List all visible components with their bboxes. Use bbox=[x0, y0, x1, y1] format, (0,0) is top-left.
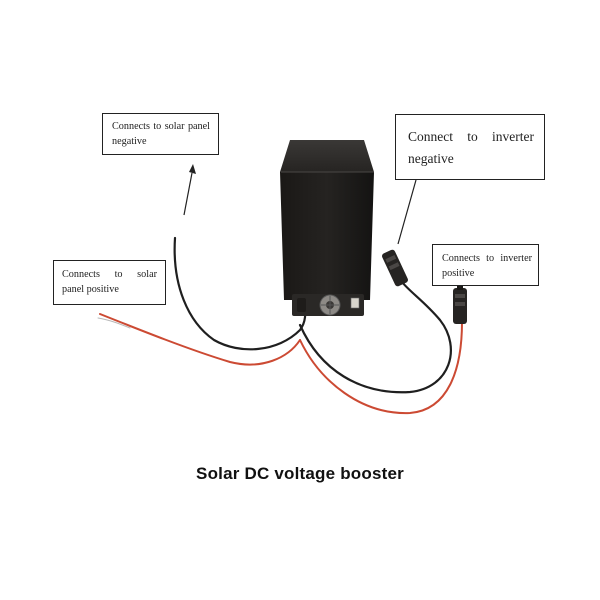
mc4-connector-icon bbox=[382, 249, 408, 287]
figure-caption: Solar DC voltage booster bbox=[196, 464, 404, 483]
cooling-fan-icon bbox=[319, 294, 341, 316]
leader-line-inverter-negative bbox=[397, 179, 417, 245]
cable-gland bbox=[297, 298, 306, 312]
voltage-booster-unit bbox=[280, 140, 374, 316]
booster-front-face bbox=[280, 172, 374, 300]
arrow-icon bbox=[183, 164, 196, 216]
callout-inverter-positive-text: Connects to inverter positive bbox=[442, 253, 532, 279]
callout-inverter-positive: Connects to inverter positive bbox=[432, 244, 539, 286]
power-switch bbox=[350, 297, 360, 309]
callout-solar-positive-text: Connects to solar panel positive bbox=[62, 269, 157, 295]
booster-top-face bbox=[280, 140, 374, 172]
wire-solar-positive bbox=[99, 313, 301, 366]
callout-solar-positive: Connects to solar panel positive bbox=[53, 260, 166, 305]
wire-inverter-negative bbox=[298, 280, 452, 394]
wire-inverter-positive bbox=[299, 321, 463, 415]
callout-solar-negative-text: Connects to solar panel negative bbox=[112, 121, 210, 147]
mc4-connector-icon bbox=[453, 282, 467, 324]
wire-solar-positive-strand bbox=[97, 317, 131, 329]
wire-solar-negative bbox=[173, 236, 307, 351]
callout-solar-negative: Connects to solar panel negative bbox=[102, 113, 219, 155]
callout-inverter-negative: Connect to inverter negative bbox=[395, 114, 545, 180]
callout-inverter-negative-text: Connect to inverter negative bbox=[408, 129, 534, 166]
